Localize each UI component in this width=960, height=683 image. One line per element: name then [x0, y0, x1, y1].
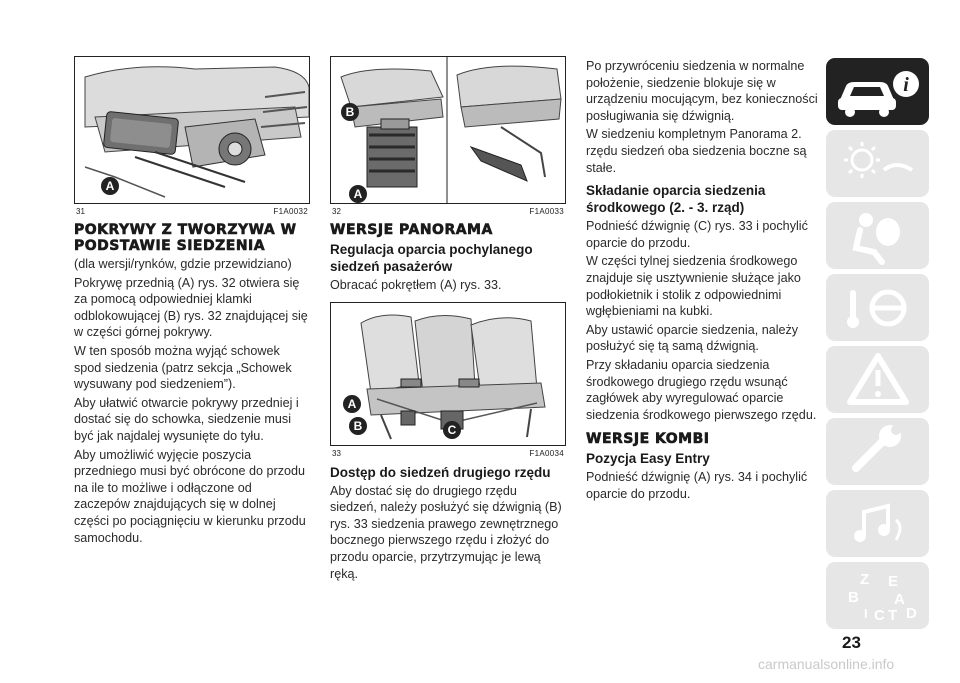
- warning-triangle-icon: [847, 353, 909, 405]
- figure-code: F1A0034: [529, 448, 564, 458]
- svg-text:B: B: [848, 589, 859, 606]
- paragraph: W części tylnej siedzenia środkowego zna…: [586, 254, 801, 319]
- tab-steering[interactable]: [826, 274, 929, 341]
- figure-code: F1A0032: [273, 207, 308, 216]
- dashboard-lights-icon: [844, 142, 914, 178]
- wrench-icon: [852, 425, 901, 472]
- subheading: Dostęp do siedzeń drugiego rzędu: [330, 464, 551, 480]
- figure-number: 33: [332, 448, 341, 458]
- paragraph: Aby dostać się do drugiego rzędu siedzeń…: [330, 483, 562, 581]
- figure-33: A B C: [330, 301, 566, 446]
- column-1: A 31 F1A0032 POKRYWY Z TWORZYWA W PODSTA…: [74, 56, 310, 546]
- chapter-tabs: i: [826, 58, 929, 634]
- svg-text:I: I: [864, 606, 868, 621]
- svg-text:A: A: [894, 591, 905, 608]
- tab-dashboard-lights[interactable]: [826, 130, 929, 197]
- callout-label-c: C: [443, 420, 461, 439]
- figure-31: A: [74, 56, 310, 204]
- paragraph: Pokrywę przednią (A) rys. 32 otwiera się…: [74, 275, 308, 340]
- subheading: Pozycja Easy Entry: [586, 451, 710, 467]
- music-navigation-icon: [854, 503, 902, 542]
- tab-car-info[interactable]: i: [826, 58, 929, 125]
- paragraph: Obracać pokrętłem (A) rys. 33.: [330, 278, 502, 292]
- airbag-seat-icon: [852, 213, 900, 265]
- tab-index[interactable]: Z E B A I C T D: [826, 562, 929, 629]
- seat-latch-illustration: [340, 57, 562, 203]
- callout-label-a: A: [349, 185, 367, 203]
- section-heading: WERSJE KOMBI: [586, 431, 710, 448]
- paragraph: Podnieść dźwignię (C) rys. 33 i pochylić…: [586, 219, 808, 250]
- figure-32: B A: [330, 56, 566, 204]
- section-heading: POKRYWY Z TWORZYWA W PODSTAWIE SIEDZENIA: [74, 222, 297, 255]
- paragraph: Przy składaniu oparcia siedzenia środkow…: [586, 357, 817, 422]
- figure-number: 31: [76, 207, 85, 216]
- paragraph: Po przywróceniu siedzenia w normalne poł…: [586, 59, 818, 123]
- tab-airbag[interactable]: [826, 202, 929, 269]
- figure-number: 32: [332, 207, 341, 216]
- subheading: Składanie oparcia siedzenia środkowego (…: [586, 183, 766, 216]
- tab-warning[interactable]: [826, 346, 929, 413]
- page-number: 23: [842, 633, 861, 652]
- section-heading: WERSJE PANORAMA: [330, 222, 493, 239]
- paragraph: Aby umożliwić wyjęcie poszycia przednieg…: [74, 447, 306, 545]
- figure-code: F1A0033: [529, 207, 564, 216]
- car-info-icon: i: [838, 71, 919, 117]
- panorama-seats-illustration: [360, 314, 546, 439]
- paragraph: Podnieść dźwignię (A) rys. 34 i pochylić…: [586, 470, 808, 501]
- figure-caption: 31 F1A0032: [74, 207, 310, 216]
- subheading: Regulacja oparcia pochylanego siedzeń pa…: [330, 242, 533, 274]
- paragraph: Aby ustawić oparcie siedzenia, należy po…: [586, 322, 799, 354]
- svg-text:E: E: [888, 573, 898, 590]
- steering-key-icon: [847, 289, 907, 328]
- alphabet-index-icon: Z E B A I C T D: [848, 571, 917, 624]
- callout-label-b: B: [341, 103, 359, 121]
- paragraph: W ten sposób można wyjąć schowek spod si…: [74, 343, 292, 392]
- svg-text:T: T: [888, 607, 897, 624]
- svg-text:D: D: [906, 605, 917, 622]
- column-3: Po przywróceniu siedzenia w normalne poł…: [586, 56, 822, 502]
- svg-text:C: C: [874, 607, 885, 624]
- seat-storage-illustration: [84, 66, 309, 198]
- tab-maintenance[interactable]: [826, 418, 929, 485]
- callout-label-a: A: [343, 394, 361, 413]
- tab-multimedia[interactable]: [826, 490, 929, 557]
- svg-text:Z: Z: [860, 571, 869, 588]
- svg-text:i: i: [903, 74, 909, 96]
- paragraph: Aby ułatwić otwarcie pokrywy przedniej i…: [74, 395, 299, 443]
- column-2: B A 32 F1A0033 WERSJE PANORAMA Regulacja…: [330, 56, 566, 582]
- paragraph: W siedzeniu kompletnym Panorama 2. rzędu…: [586, 127, 807, 175]
- callout-label-a: A: [101, 177, 119, 195]
- figure-caption: 32 F1A0033: [330, 207, 566, 216]
- paragraph: (dla wersji/rynków, gdzie przewidziano): [74, 257, 292, 271]
- callout-label-b: B: [349, 416, 367, 435]
- figure-caption: 33 F1A0034: [330, 449, 566, 458]
- watermark-footer: carmanualsonline.info: [758, 656, 895, 672]
